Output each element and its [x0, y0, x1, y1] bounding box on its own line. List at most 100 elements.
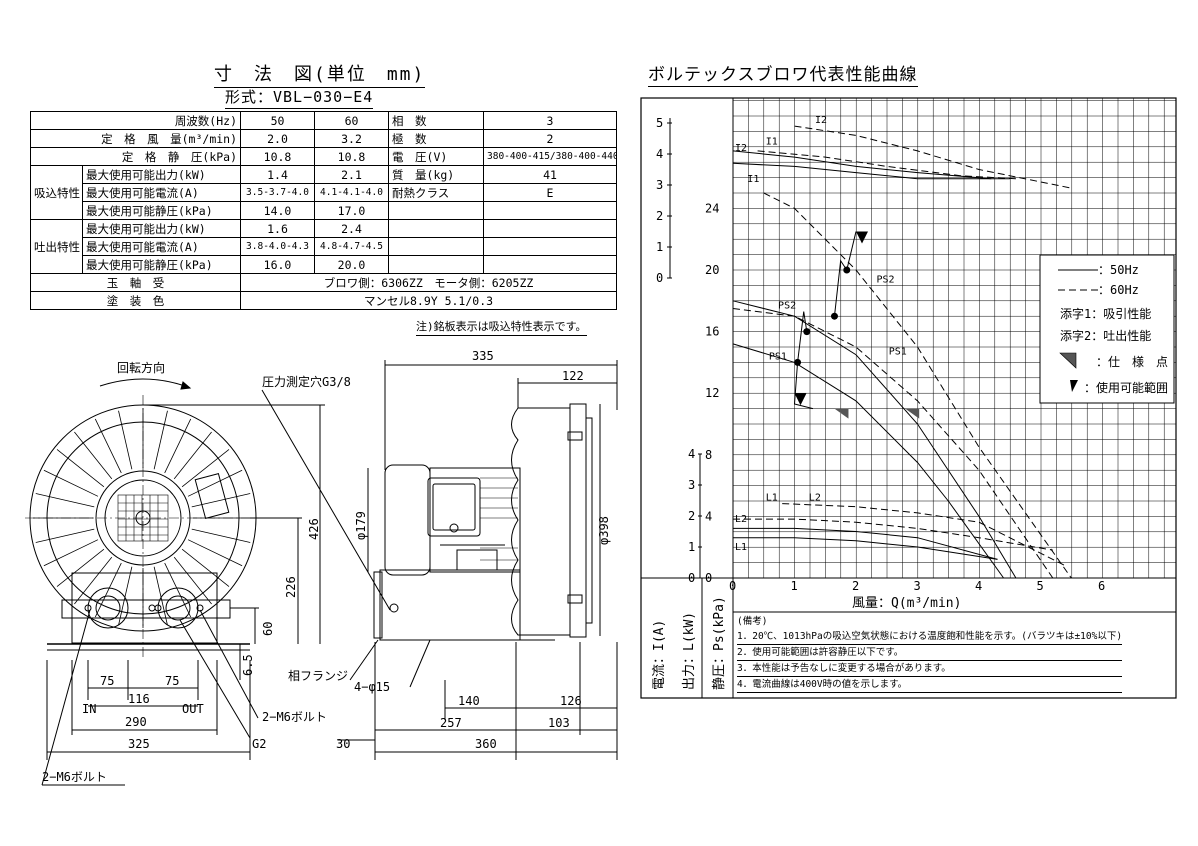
- dim-257: 257: [440, 716, 462, 730]
- insul-label: 耐熱クラス: [388, 183, 485, 202]
- curve-p1-50hz: [732, 343, 1005, 579]
- voltage-label: 電 圧(V): [388, 147, 485, 166]
- spec-marker: [905, 408, 920, 419]
- bolt-4-label: 4−φ15: [354, 680, 390, 694]
- outlet-label: OUT: [182, 702, 204, 716]
- curve-l2-60hz: [782, 503, 1066, 567]
- fin: [164, 562, 192, 618]
- legend-sub1: 添字1：吸引性能: [1060, 306, 1151, 321]
- x-tick: 4: [975, 579, 982, 593]
- pressure-axis-label: 静圧：Ps(kPa): [712, 596, 727, 690]
- current-tick: 0: [656, 271, 663, 285]
- current-tick: 4: [656, 147, 663, 161]
- curve-l1-50hz: [733, 537, 998, 560]
- power-tick: 0: [688, 571, 695, 585]
- dim-126: 126: [560, 694, 582, 708]
- x-tick: 0: [729, 579, 736, 593]
- power-tick: 1: [688, 540, 695, 554]
- dim-140: 140: [458, 694, 480, 708]
- fin: [173, 556, 212, 605]
- dim-116: 116: [128, 692, 150, 706]
- pressure-tick: 8: [705, 448, 712, 462]
- remark-1: 1．20℃、1013hPaの吸込空気状態における温度飽和性能を示す。(バラツキは…: [737, 629, 1123, 645]
- freq-50: 50: [240, 111, 316, 130]
- curve-label: L1: [766, 493, 778, 504]
- x-tick: 2: [852, 579, 859, 593]
- curve-label: I2: [735, 143, 747, 154]
- legend-box: [1039, 254, 1175, 404]
- curve-p2-50hz: [732, 300, 1017, 579]
- range-arrow: [856, 231, 868, 244]
- chart-title: ボルテックスブロワ代表性能曲線: [648, 60, 918, 87]
- d-output-label: 最大使用可能出力(kW): [81, 219, 242, 238]
- dimension-drawing: 回転方向 圧力測定穴G3/8 相フランジ 4−φ15 2−M6ボルト 2−M6ボ…: [25, 349, 618, 786]
- dim-398: φ398: [597, 516, 611, 545]
- spec-note: 注)銘板表示は吸込特性表示です。: [416, 318, 587, 336]
- pressure-port-label: 圧力測定穴G3/8: [262, 374, 351, 389]
- s-press-60: 17.0: [314, 201, 390, 220]
- model-name: 形式：VBL−030−E4: [225, 86, 374, 109]
- curve-i1-50hz: [732, 162, 1010, 180]
- paint-label: 塗 装 色: [29, 291, 242, 310]
- airflow-60: 3.2: [314, 129, 390, 148]
- curve-p2-60hz: [763, 192, 1072, 579]
- chart-frame: [640, 97, 1177, 699]
- curve-i1-60hz: [757, 150, 1016, 180]
- fin: [94, 562, 122, 618]
- fin: [118, 566, 133, 626]
- power-tick: 3: [688, 478, 695, 492]
- bolt-m6-label-a: 2−M6ボルト: [262, 710, 327, 724]
- dim-122: 122: [562, 369, 584, 383]
- dim-30: 30: [336, 737, 350, 751]
- curve-l2-50hz: [733, 527, 998, 560]
- fin: [74, 431, 113, 480]
- remark-3: 3．本性能は予告なしに変更する場合があります。: [737, 661, 1123, 677]
- pressure-tick: 12: [705, 386, 719, 400]
- curve-label: L2: [735, 514, 747, 525]
- range-line: [833, 259, 848, 317]
- curve-p1-60hz: [732, 308, 1054, 579]
- dim-290: 290: [125, 715, 147, 729]
- curve-label: PS2: [876, 274, 894, 285]
- fin: [187, 469, 243, 497]
- dim-360: 360: [475, 737, 497, 751]
- s-output-50: 1.4: [240, 165, 316, 184]
- bearing-val: ブロワ側：6306ZZ モータ側：6205ZZ: [240, 273, 618, 292]
- blower-housing: [511, 407, 571, 636]
- dim-226: 226: [284, 576, 298, 598]
- x-tick: 3: [914, 579, 921, 593]
- current-axis-label: 電流：I(A): [652, 620, 667, 690]
- curve-label: PS1: [889, 347, 907, 358]
- pressure-label: 定 格 静 圧(kPa): [29, 147, 242, 166]
- d-output-50: 1.6: [240, 219, 316, 238]
- fin: [118, 410, 133, 470]
- range-arrow: [794, 393, 807, 406]
- side-outlet-pipe: [379, 569, 521, 641]
- phase-label: 相 数: [388, 111, 485, 130]
- pressure-tick: 0: [705, 571, 712, 585]
- fin: [164, 418, 192, 474]
- fin: [153, 410, 168, 470]
- spec-marker: [834, 408, 849, 419]
- legend-60hz: ：60Hz: [1098, 283, 1139, 297]
- dim-75b: 75: [165, 674, 179, 688]
- fin: [74, 556, 113, 605]
- fin: [43, 469, 99, 497]
- inlet-label: IN: [82, 702, 96, 716]
- curve-label: I1: [766, 137, 778, 148]
- curve-label: L2: [809, 493, 821, 504]
- fin: [56, 449, 105, 488]
- curve-l1-60hz: [733, 518, 1053, 551]
- legend-range-icon: [1070, 380, 1078, 392]
- fin: [181, 449, 230, 488]
- rotation-label: 回転方向: [117, 360, 165, 375]
- discharge-group: 吐出特性: [30, 219, 83, 274]
- curve-i2-60hz: [794, 125, 1072, 189]
- remarks-title: (備考): [737, 616, 768, 627]
- pressure-tick: 16: [705, 325, 719, 339]
- fin: [56, 548, 105, 587]
- x-tick: 1: [791, 579, 798, 593]
- current-tick: 5: [656, 116, 663, 130]
- dim-6-5: 6.5: [241, 654, 255, 676]
